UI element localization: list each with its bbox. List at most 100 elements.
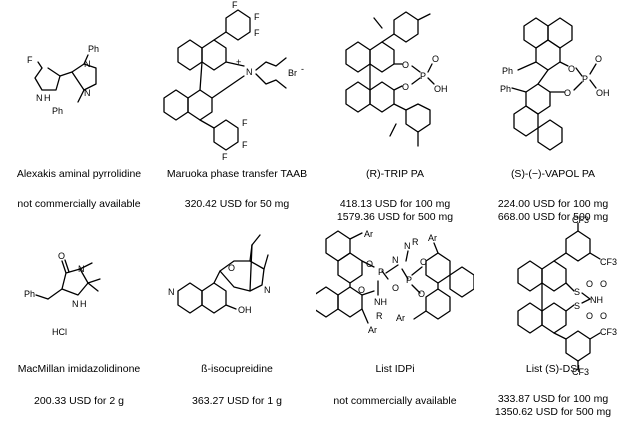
catalyst-name: MacMillan imidazolidinone bbox=[17, 363, 141, 375]
atom-S: S bbox=[574, 287, 580, 297]
atom-N: N bbox=[78, 264, 85, 274]
atom-Ph: Ph bbox=[502, 66, 513, 76]
atom-O: O bbox=[228, 263, 235, 273]
structure-vapol: Ph Ph O O P O OH bbox=[500, 17, 610, 151]
atom-F: F bbox=[242, 118, 248, 128]
atom-P: P bbox=[420, 71, 426, 81]
catalyst-price: 333.87 USD for 100 mg bbox=[497, 393, 609, 405]
atom-CF3: CF3 bbox=[600, 327, 617, 337]
atom-N: N bbox=[246, 67, 253, 77]
catalyst-name: List (S)-DSI bbox=[525, 363, 581, 375]
atom-Ph: Ph bbox=[88, 44, 99, 54]
atom-O: O bbox=[586, 311, 593, 321]
atom-plus: + bbox=[236, 57, 241, 67]
atom-CF3: CF3 bbox=[600, 257, 617, 267]
atom-P: P bbox=[378, 267, 384, 277]
catalyst-trip: O O P O OH (R)-TRIP PA 418.13 USD for 10… bbox=[316, 0, 474, 223]
catalyst-price: 320.42 USD for 50 mg bbox=[184, 198, 290, 210]
atom-HCl: HCl bbox=[52, 327, 67, 337]
catalyst-alexakis: F N H N Ph N Ph Alexakis aminal pyrrolid… bbox=[0, 0, 158, 215]
catalyst-idpi: Ar Ar O O P N N P R NH O O O R Ar Ar Lis… bbox=[316, 215, 474, 431]
catalyst-name: (S)-(−)-VAPOL PA bbox=[510, 168, 596, 180]
atom-O: O bbox=[432, 54, 439, 64]
atom-N: N bbox=[84, 88, 91, 98]
atom-P: P bbox=[406, 275, 412, 285]
catalyst-name: Maruoka phase transfer TAAB bbox=[166, 168, 308, 180]
atom-R: R bbox=[376, 311, 383, 321]
catalyst-isocupreidine: O N N OH ß-isocupreidine 363.27 USD for … bbox=[158, 215, 316, 431]
structure-maruoka: F F F N + Br - F F F bbox=[163, 0, 304, 160]
atom-O: O bbox=[595, 54, 602, 64]
catalyst-name: (R)-TRIP PA bbox=[366, 168, 424, 180]
atom-O: O bbox=[586, 279, 593, 289]
atom-F: F bbox=[27, 55, 33, 65]
atom-CF3: CF3 bbox=[572, 367, 589, 375]
atom-O: O bbox=[600, 279, 607, 289]
atom-Ph: Ph bbox=[500, 84, 511, 94]
atom-H: H bbox=[80, 299, 87, 309]
structure-alexakis: F N H N Ph N Ph bbox=[27, 44, 99, 116]
structure-isocupreidine: O N N OH bbox=[168, 234, 271, 315]
atom-F: F bbox=[242, 140, 248, 150]
atom-F: F bbox=[232, 0, 238, 10]
atom-S: S bbox=[574, 301, 580, 311]
structure-trip: O O P O OH bbox=[345, 11, 448, 147]
catalyst-price: not commercially available bbox=[333, 395, 457, 407]
catalyst-price: 200.33 USD for 2 g bbox=[34, 395, 124, 407]
atom-NH: NH bbox=[374, 297, 387, 307]
catalyst-price: 1350.62 USD for 500 mg bbox=[494, 406, 612, 418]
atom-minus: - bbox=[301, 64, 304, 74]
atom-N: N bbox=[72, 299, 79, 309]
atom-O: O bbox=[402, 82, 409, 92]
atom-O: O bbox=[564, 88, 571, 98]
atom-Br: Br bbox=[288, 68, 297, 78]
atom-N: N bbox=[404, 241, 411, 251]
catalyst-name: Alexakis aminal pyrrolidine bbox=[16, 168, 142, 180]
atom-OH: OH bbox=[434, 84, 448, 94]
atom-N: N bbox=[36, 93, 43, 103]
atom-Ar: Ar bbox=[368, 325, 377, 335]
atom-Ar: Ar bbox=[364, 229, 373, 239]
atom-OH: OH bbox=[238, 305, 252, 315]
atom-H: H bbox=[44, 93, 51, 103]
catalyst-name: ß-isocupreidine bbox=[201, 363, 273, 375]
catalyst-dsi: CF3 CF3 S O O NH S O O CF3 CF3 List (S)-… bbox=[474, 215, 632, 431]
atom-O: O bbox=[402, 60, 409, 70]
atom-O: O bbox=[418, 289, 425, 299]
structure-dsi: CF3 CF3 S O O NH S O O CF3 CF3 bbox=[517, 215, 617, 375]
catalyst-price: 668.00 USD for 500 mg bbox=[497, 211, 609, 223]
atom-Ph: Ph bbox=[24, 289, 35, 299]
atom-O: O bbox=[568, 64, 575, 74]
atom-N: N bbox=[264, 285, 271, 295]
catalyst-macmillan: O N Ph N H HCl MacMillan imidazolidinone… bbox=[0, 215, 158, 431]
structure-macmillan: O N Ph N H HCl bbox=[24, 251, 101, 337]
atom-P: P bbox=[582, 74, 588, 84]
structure-idpi: Ar Ar O O P N N P R NH O O O R Ar Ar bbox=[316, 229, 474, 335]
atom-N: N bbox=[168, 287, 175, 297]
atom-N: N bbox=[84, 59, 91, 69]
atom-Ph: Ph bbox=[52, 106, 63, 116]
atom-NH: NH bbox=[590, 295, 603, 305]
atom-O: O bbox=[420, 257, 427, 267]
atom-O: O bbox=[600, 311, 607, 321]
atom-CF3: CF3 bbox=[572, 215, 589, 225]
atom-N: N bbox=[392, 255, 399, 265]
atom-F: F bbox=[254, 28, 260, 38]
atom-F: F bbox=[222, 152, 228, 160]
catalyst-price: 224.00 USD for 100 mg bbox=[497, 198, 609, 210]
atom-O: O bbox=[366, 259, 373, 269]
catalyst-maruoka: F F F N + Br - F F F Maruoka phase trans… bbox=[158, 0, 316, 215]
catalyst-name: List IDPi bbox=[375, 363, 415, 375]
atom-Ar: Ar bbox=[396, 313, 405, 323]
atom-F: F bbox=[254, 12, 260, 22]
catalyst-price: 418.13 USD for 100 mg bbox=[339, 198, 451, 210]
atom-R: R bbox=[412, 237, 419, 247]
atom-O: O bbox=[358, 285, 365, 295]
atom-O: O bbox=[58, 251, 65, 261]
catalyst-vapol: Ph Ph O O P O OH (S)-(−)-VAPOL PA 224.00… bbox=[474, 0, 632, 223]
atom-O: O bbox=[392, 283, 399, 293]
catalyst-price: not commercially available bbox=[17, 198, 141, 210]
catalyst-price: 363.27 USD for 1 g bbox=[192, 395, 282, 407]
atom-Ar: Ar bbox=[428, 233, 437, 243]
catalyst-price: 1579.36 USD for 500 mg bbox=[336, 211, 454, 223]
